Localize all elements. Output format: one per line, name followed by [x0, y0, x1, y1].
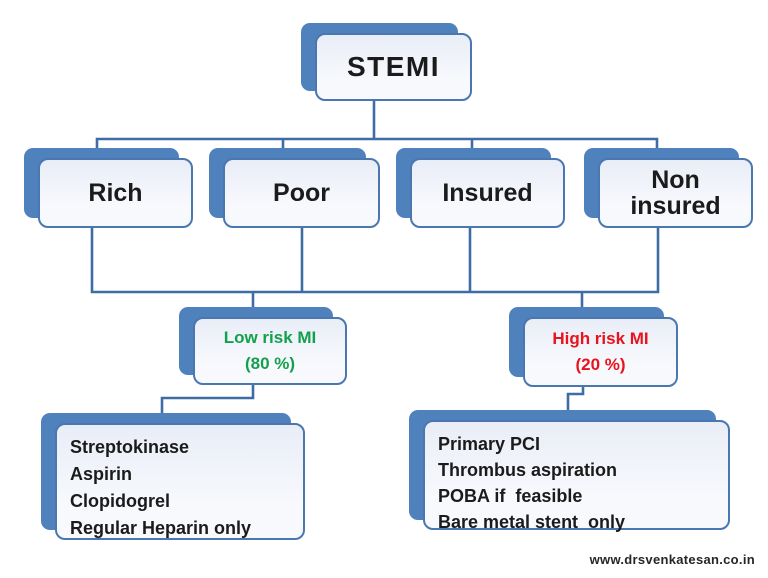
connector-highrisk-to-treatment: [566, 384, 585, 417]
node-stemi: STEMI: [301, 23, 472, 101]
poor-label: Poor: [273, 178, 330, 207]
connector-lowrisk-to-treatment: [160, 382, 255, 420]
website-watermark: www.drsvenkatesan.co.in: [589, 552, 755, 567]
treatment-streptokinase: Streptokinase: [70, 437, 190, 457]
treatment-primary-pci: Primary PCI: [438, 434, 541, 454]
rich-label: Rich: [88, 178, 143, 207]
treatment-thrombus-aspiration: Thrombus aspiration: [438, 460, 618, 480]
low-risk-percentage: (80 %): [244, 354, 296, 373]
node-non-insured: Non insured: [584, 148, 753, 228]
node-high-risk-mi: High risk MI (20 %): [509, 307, 678, 387]
stemi-label: STEMI: [346, 51, 441, 82]
treatment-poba: POBA if feasible: [438, 486, 583, 506]
connector-mid-bus: [90, 224, 660, 294]
non-insured-label: Non insured: [630, 165, 721, 220]
node-low-risk-mi: Low risk MI (80 %): [179, 307, 347, 385]
treatment-aspirin: Aspirin: [70, 464, 133, 484]
node-insured: Insured: [396, 148, 565, 228]
insured-label: Insured: [442, 178, 533, 207]
low-risk-title: Low risk MI: [223, 328, 317, 347]
high-risk-percentage: (20 %): [575, 355, 626, 374]
treatment-clopidogrel: Clopidogrel: [70, 491, 170, 511]
high-risk-title: High risk MI: [552, 329, 649, 348]
node-high-risk-treatments: Primary PCI Thrombus aspiration POBA if …: [409, 410, 730, 532]
treatment-bare-metal-stent: Bare metal stent only: [438, 512, 626, 532]
treatment-regular-heparin: Regular Heparin only: [70, 518, 252, 538]
node-low-risk-treatments: Streptokinase Aspirin Clopidogrel Regula…: [41, 413, 305, 540]
node-poor: Poor: [209, 148, 380, 228]
node-rich: Rich: [24, 148, 193, 228]
